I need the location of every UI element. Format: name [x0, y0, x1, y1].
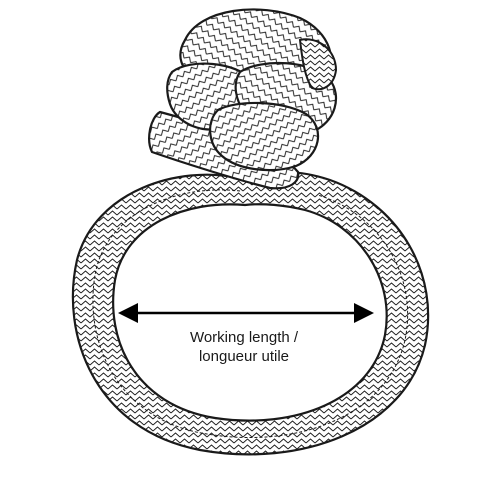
knot-lobe-back: [298, 38, 338, 91]
working-length-arrow: [118, 303, 374, 323]
rope-loop-center-strand: [92, 189, 409, 438]
diamond-knot: [166, 8, 338, 172]
working-length-label-line-1: Working length /: [190, 329, 299, 346]
arrow-head-left: [118, 303, 138, 323]
knot-lobe-bottom: [209, 101, 320, 172]
arrow-head-right: [354, 303, 374, 323]
working-length-label-line-2: longueur utile: [199, 348, 289, 365]
